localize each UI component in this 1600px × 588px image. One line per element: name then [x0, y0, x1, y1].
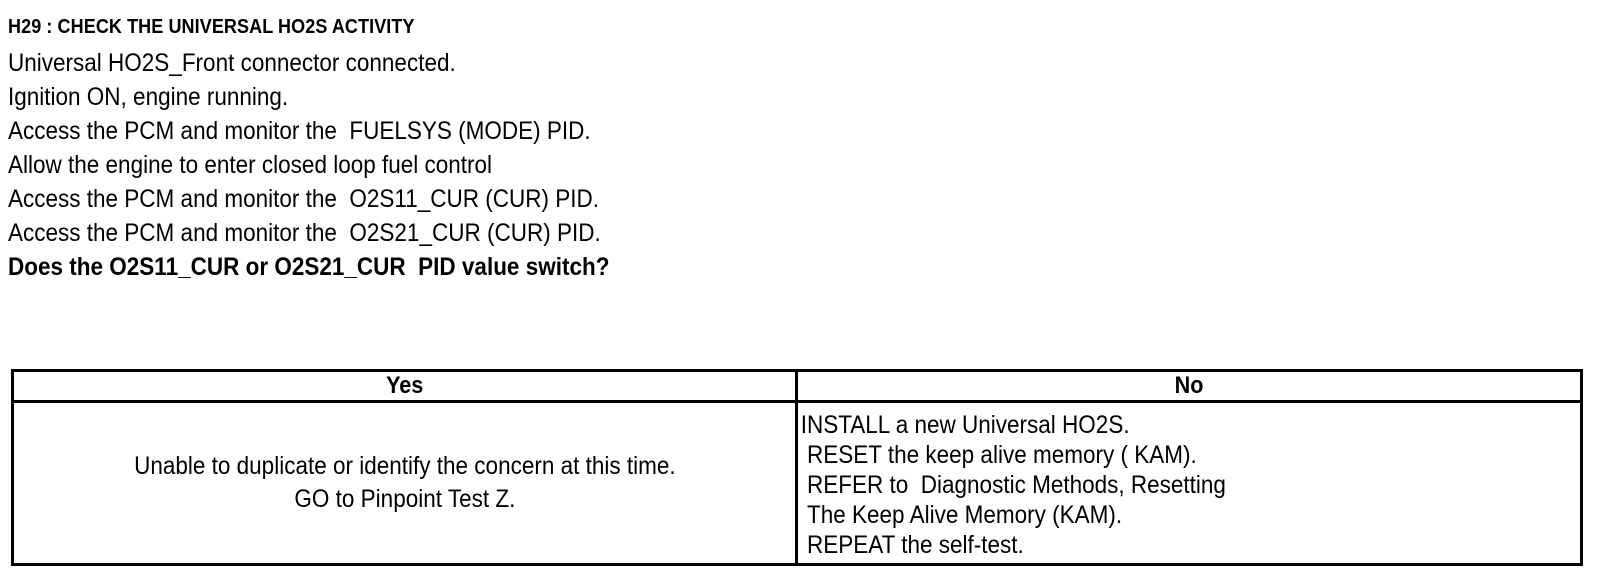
no-result-cell: INSTALL a new Universal HO2S. RESET the …: [795, 400, 1583, 566]
table-row: Unable to duplicate or identify the conc…: [11, 400, 1583, 566]
instruction-line-3: Access the PCM and monitor the FUELSYS (…: [8, 117, 591, 145]
table-header-row: Yes No: [11, 369, 1583, 403]
page-title: H29 : CHECK THE UNIVERSAL HO2S ACTIVITY: [8, 16, 415, 38]
yes-result-text: Unable to duplicate or identify the conc…: [134, 450, 676, 516]
column-header-no: No: [795, 369, 1583, 403]
yes-line-1: Unable to duplicate or identify the conc…: [133, 452, 676, 480]
instruction-line-4: Allow the engine to enter closed loop fu…: [8, 151, 493, 179]
instruction-block: H29 : CHECK THE UNIVERSAL HO2S ACTIVITY …: [8, 14, 1568, 284]
instruction-line-6: Access the PCM and monitor the O2S21_CUR…: [8, 219, 601, 247]
no-line-2: RESET the keep alive memory ( KAM).: [807, 440, 1197, 469]
instruction-line-1: Universal HO2S_Front connector connected…: [8, 49, 456, 77]
no-line-5: REPEAT the self-test.: [807, 530, 1024, 559]
no-line-1: INSTALL a new Universal HO2S.: [800, 410, 1130, 439]
yes-result-cell: Unable to duplicate or identify the conc…: [11, 400, 798, 566]
yes-line-2: GO to Pinpoint Test Z.: [294, 485, 515, 513]
instruction-line-5: Access the PCM and monitor the O2S11_CUR…: [8, 185, 600, 213]
no-line-4: The Keep Alive Memory (KAM).: [807, 500, 1123, 529]
column-header-yes-label: Yes: [385, 372, 424, 399]
result-table: Yes No Unable to duplicate or identify t…: [11, 369, 1583, 566]
instruction-line-2: Ignition ON, engine running.: [8, 83, 289, 111]
column-header-no-label: No: [1174, 372, 1204, 399]
no-line-3: REFER to Diagnostic Methods, Resetting: [807, 470, 1226, 499]
no-result-text: INSTALL a new Universal HO2S. RESET the …: [798, 407, 1226, 560]
column-header-yes: Yes: [11, 369, 798, 403]
question-line: Does the O2S11_CUR or O2S21_CUR PID valu…: [8, 253, 610, 281]
